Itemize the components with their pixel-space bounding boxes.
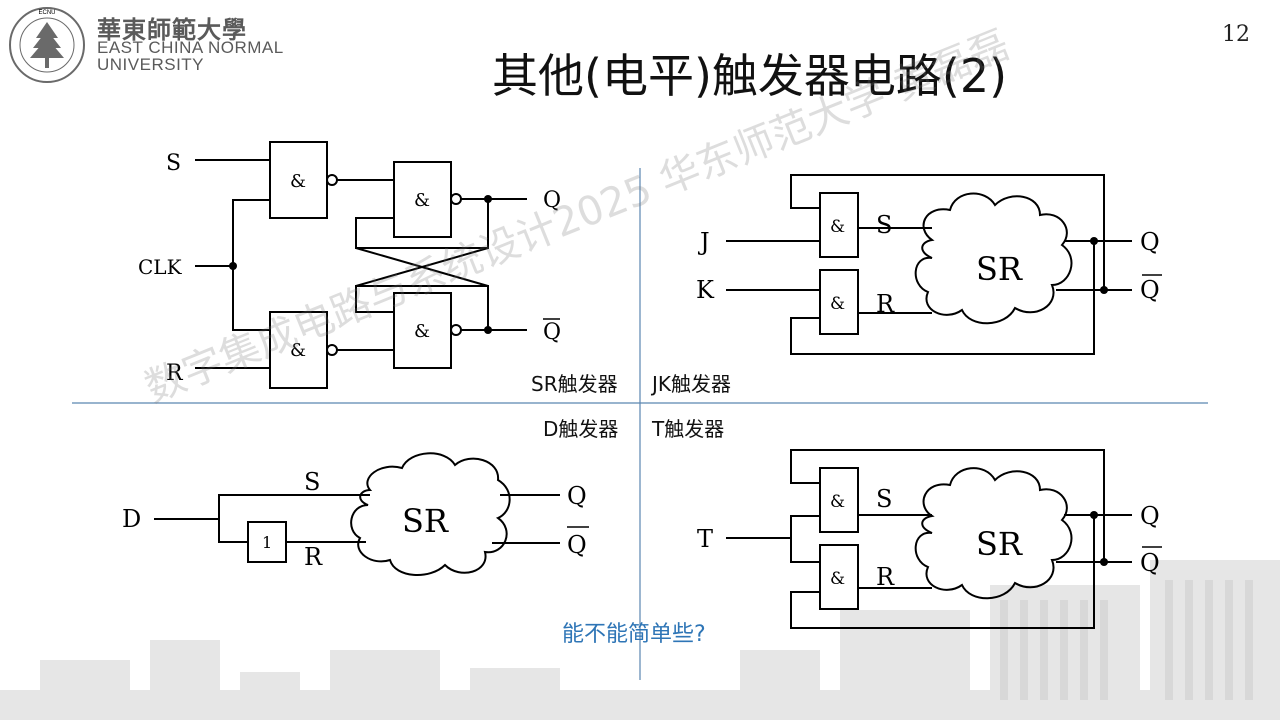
label-s: S	[876, 211, 892, 239]
gate-symbol: &	[830, 492, 845, 512]
sr-cloud	[914, 192, 1073, 325]
label-s: S	[304, 468, 320, 496]
sr-cloud	[350, 452, 511, 577]
label-s: S	[876, 485, 892, 513]
label-q-bar: Q	[543, 320, 561, 345]
and-gate-top	[819, 467, 859, 533]
label-q-bar: Q	[1140, 276, 1160, 304]
label-s: S	[166, 151, 181, 176]
label-q: Q	[543, 188, 561, 213]
label-q: Q	[1140, 502, 1160, 530]
label-r: R	[876, 563, 895, 591]
university-name-chinese: 華東師範大學	[97, 15, 247, 44]
label-k: K	[696, 276, 715, 304]
label-r: R	[166, 361, 184, 386]
gate-symbol: &	[290, 340, 306, 361]
university-name-english-line1: EAST CHINA NORMAL	[97, 38, 284, 57]
caption-sr-flip-flop: SR触发器	[531, 372, 618, 396]
gate-symbol: &	[830, 217, 845, 237]
and-gate-j	[819, 192, 859, 258]
label-t: T	[697, 525, 713, 553]
university-seal-logo: ECNU	[9, 7, 85, 83]
page-title: 其他(电平)触发器电路(2)	[492, 49, 1008, 103]
caption-t-flip-flop: T触发器	[652, 417, 725, 441]
page-number: 12	[1222, 22, 1250, 47]
question-text: 能不能简单些?	[562, 622, 706, 647]
gate-symbol: &	[290, 171, 306, 192]
and-gate-bottom	[819, 544, 859, 610]
sr-cloud	[914, 467, 1073, 600]
label-q: Q	[1140, 228, 1160, 256]
label-q-bar: Q	[1140, 549, 1160, 577]
sr-block-label: SR	[976, 525, 1023, 563]
and-gate-k	[819, 269, 859, 335]
sr-block-label: SR	[976, 250, 1023, 288]
caption-jk-flip-flop: JK触发器	[652, 372, 732, 396]
not-gate-symbol: 1	[262, 533, 272, 552]
university-name-english-line2: UNIVERSITY	[97, 55, 205, 74]
label-r: R	[304, 543, 323, 571]
inverter-bubble	[326, 174, 338, 186]
label-d: D	[122, 505, 141, 533]
label-clk: CLK	[138, 255, 183, 279]
d-flip-flop-circuit	[154, 452, 560, 577]
inverter-bubble	[326, 344, 338, 356]
label-r: R	[876, 290, 895, 318]
svg-text:ECNU: ECNU	[38, 10, 55, 16]
label-j: J	[697, 228, 710, 256]
jk-flip-flop-circuit	[726, 174, 1132, 355]
gate-symbol: &	[830, 294, 845, 314]
inverter-bubble	[450, 324, 462, 336]
label-q-bar: Q	[567, 531, 587, 559]
t-flip-flop-circuit	[726, 449, 1132, 629]
sr-block-label: SR	[402, 502, 449, 540]
inverter-bubble	[450, 193, 462, 205]
caption-d-flip-flop: D触发器	[543, 417, 619, 441]
gate-symbol: &	[414, 190, 430, 211]
gate-symbol: &	[414, 321, 430, 342]
gate-symbol: &	[830, 569, 845, 589]
sr-latch-circuit	[195, 141, 527, 389]
label-q: Q	[567, 482, 587, 510]
